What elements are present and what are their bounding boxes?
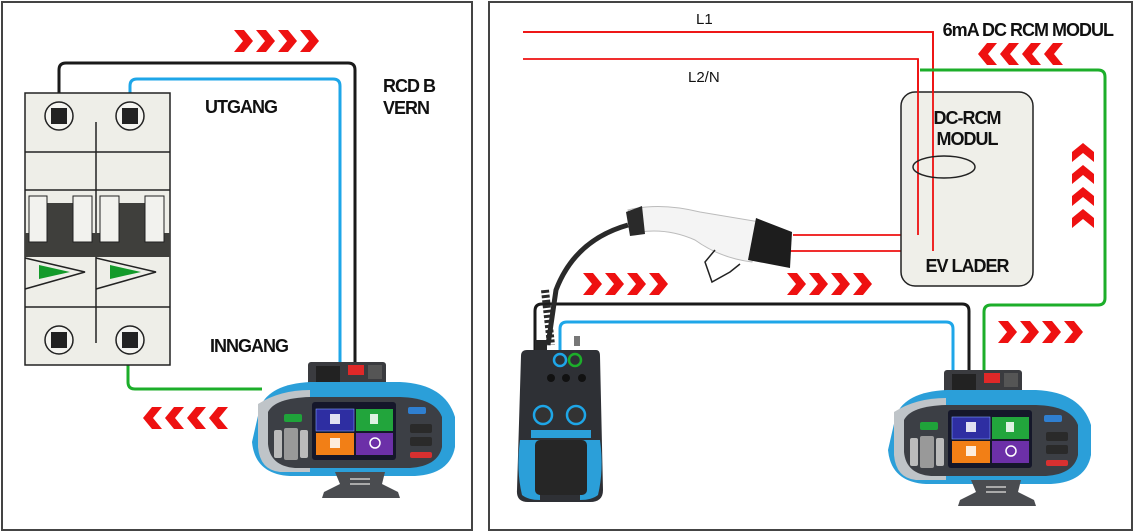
input-label: INNGANG xyxy=(210,336,288,356)
chevron-icon xyxy=(1072,209,1094,228)
chevron-icon xyxy=(300,30,319,52)
green-wire-right xyxy=(920,68,1107,380)
chevron-icon xyxy=(583,273,602,295)
rcd-label-line2: VERN xyxy=(383,98,429,118)
chevron-icon xyxy=(1072,165,1094,184)
black-wire xyxy=(57,61,357,366)
screw-head xyxy=(122,332,138,348)
chevron-icon xyxy=(256,30,275,52)
circuit-breaker-icon xyxy=(24,92,171,366)
box-label-line2: MODUL xyxy=(937,129,999,149)
chevron-icon xyxy=(978,43,997,65)
chevron-icon xyxy=(165,407,184,429)
blue-wire xyxy=(128,77,342,366)
screw-head xyxy=(122,108,138,124)
screw-head xyxy=(51,108,67,124)
chevron-icon xyxy=(1072,143,1094,162)
black-wire-right xyxy=(533,302,971,380)
rcd-label-line1: RCD B xyxy=(383,76,436,96)
chevron-icon xyxy=(187,407,206,429)
screw-head xyxy=(51,332,67,348)
chevron-icon xyxy=(998,321,1017,343)
chevron-icon xyxy=(649,273,668,295)
chevron-icon xyxy=(605,273,624,295)
chevron-icon xyxy=(1022,43,1041,65)
chevron-icon xyxy=(787,273,806,295)
ev-test-adapter-icon xyxy=(516,336,603,502)
rcm-sensor-ring xyxy=(912,155,976,179)
chevron-icon xyxy=(1020,321,1039,343)
direction-arrows xyxy=(143,30,1094,429)
chevron-icon xyxy=(234,30,253,52)
chevron-icon xyxy=(1044,43,1063,65)
chevron-icon xyxy=(1000,43,1019,65)
box-label-line1: DC-RCM xyxy=(934,108,1001,128)
module-title: 6mA DC RCM MODUL xyxy=(943,20,1114,40)
output-label: UTGANG xyxy=(205,97,277,117)
chevron-icon xyxy=(143,407,162,429)
chevron-icon xyxy=(1072,187,1094,206)
chevron-icon xyxy=(278,30,297,52)
chevron-icon xyxy=(1064,321,1083,343)
l2n-label: L2/N xyxy=(688,69,720,86)
l1-label: L1 xyxy=(696,11,713,28)
chevron-icon xyxy=(809,273,828,295)
ev-charging-plug-icon xyxy=(541,205,792,346)
chevron-icon xyxy=(853,273,872,295)
chevron-icon xyxy=(1042,321,1061,343)
box-label-bottom: EV LADER xyxy=(925,256,1009,276)
chevron-icon xyxy=(831,273,850,295)
green-wire xyxy=(126,365,262,391)
ev-charger-box xyxy=(900,91,1034,287)
chevron-icon xyxy=(627,273,646,295)
blue-wire-right xyxy=(558,320,955,385)
chevron-icon xyxy=(209,407,228,429)
